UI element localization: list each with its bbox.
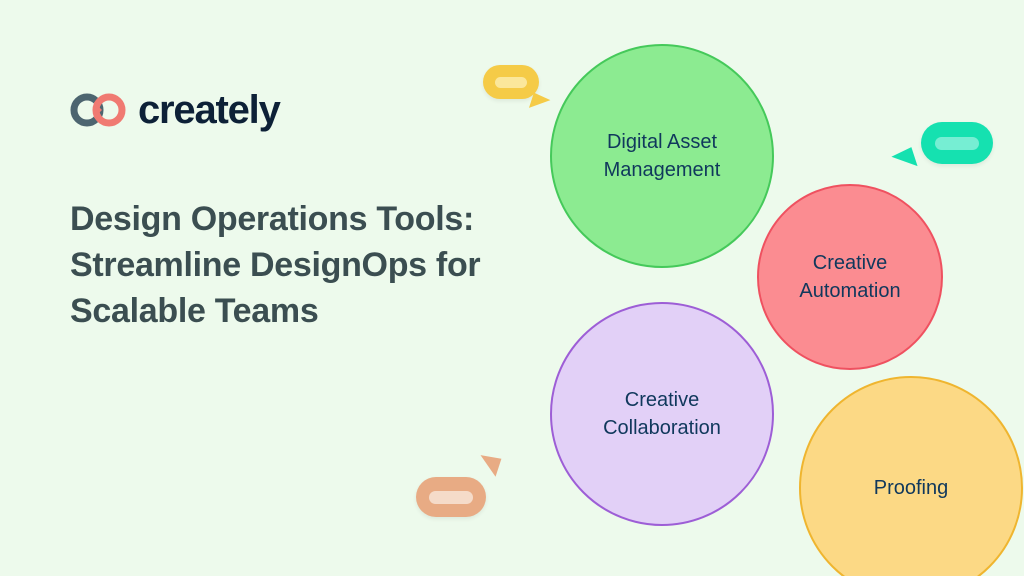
comment-bubble-line (935, 136, 979, 150)
creately-logo[interactable]: creately (70, 88, 281, 132)
bubble-label: Digital Asset Management (603, 130, 721, 181)
comment-bubble-icon (483, 65, 539, 99)
bubble-creative-collaboration[interactable]: Creative Collaboration (550, 302, 774, 526)
creately-wordmark: creately (138, 88, 281, 132)
bubble-digital-asset-management[interactable]: Digital Asset Management (550, 44, 774, 268)
callout-teal-comment-bubble-icon[interactable] (890, 122, 993, 173)
comment-bubble-line (429, 490, 473, 504)
callout-tan-comment-bubble-icon[interactable] (416, 452, 502, 517)
callout-yellow-comment-bubble-icon[interactable] (483, 65, 552, 114)
creately-infinity-rings-icon (70, 88, 126, 132)
bubble-label: Proofing (873, 476, 949, 499)
bubble-creative-automation[interactable]: Creative Automation (757, 184, 943, 370)
callout-tail-icon (528, 92, 552, 114)
bubble-label: Creative Automation (799, 251, 901, 302)
comment-bubble-icon (921, 122, 993, 164)
bubble-label: Creative Collaboration (603, 388, 721, 439)
callout-tail-icon (475, 452, 502, 477)
bubble-proofing[interactable]: Proofing (799, 376, 1023, 576)
comment-bubble-line (495, 76, 527, 88)
callout-tail-icon (890, 147, 918, 173)
page-title: Design Operations Tools: Streamline Desi… (70, 200, 481, 331)
comment-bubble-icon (416, 477, 486, 517)
